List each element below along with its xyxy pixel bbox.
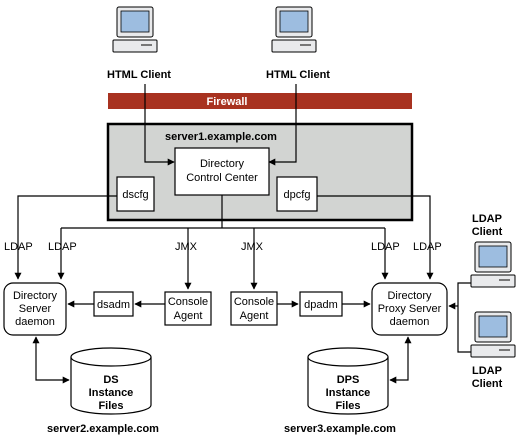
html-right-to-dcc-connector	[268, 84, 297, 166]
ldap-client-bottom-monitor-icon	[470, 311, 516, 358]
dps-daemon-label-line3: daemon	[390, 316, 430, 328]
dscfg-box	[116, 176, 155, 212]
ldap-client-top-label-line1: LDAP	[472, 213, 502, 225]
server3-hostname: server3.example.com	[284, 423, 396, 435]
html-left-to-dcc-connector	[144, 84, 175, 166]
html-client-left-monitor-icon	[112, 6, 158, 53]
ldap-client-bottom-label-line2: Client	[472, 378, 503, 390]
console-agent-server2-box	[164, 291, 212, 326]
directory-control-center-box	[174, 147, 270, 196]
ds-daemon-label-line2: Server	[19, 303, 52, 315]
jmx-label-2: JMX	[241, 241, 264, 253]
dscfg-label: dscfg	[122, 189, 148, 201]
ds-daemon-label-line1: Directory	[13, 290, 58, 302]
ldap-clients-bracket-connector	[457, 282, 471, 353]
ldap-label-4: LDAP	[413, 241, 442, 253]
ds-daemon-label-line3: daemon	[15, 316, 55, 328]
ldap-label-3: LDAP	[371, 241, 400, 253]
dpcfg-box	[276, 176, 318, 212]
dsadm-box	[93, 291, 134, 317]
ds-files-label-line2: Instance	[89, 387, 134, 399]
dcc-label-line1: Directory	[200, 158, 245, 170]
agent3-label-line2: Agent	[240, 310, 269, 322]
dpcfg-label: dpcfg	[284, 189, 311, 201]
directory-server-daemon-box	[3, 282, 67, 336]
dscfg-ldap-to-ds-connector	[14, 195, 117, 280]
ldap-client-top-label-line2: Client	[472, 226, 503, 238]
server2-hostname: server2.example.com	[47, 423, 159, 435]
ldap-client-bottom-label-line1: LDAP	[472, 365, 502, 377]
dps-daemon-label-line1: Directory	[387, 290, 432, 302]
html-client-left-label: HTML Client	[107, 69, 171, 81]
ldap-label-2: LDAP	[48, 241, 77, 253]
ds-instance-files-cylinder	[70, 347, 152, 415]
server1-hostname: server1.example.com	[165, 131, 277, 143]
dps-files-label-line2: Instance	[326, 387, 371, 399]
jmx-label-1: JMX	[175, 241, 198, 253]
html-client-right-monitor-icon	[271, 6, 317, 53]
agent2-label-line1: Console	[168, 296, 208, 308]
firewall-bar	[108, 93, 412, 109]
directory-proxy-server-daemon-box	[371, 282, 448, 336]
dcc-label-line2: Control Center	[186, 172, 258, 184]
agent2-label-line2: Agent	[174, 310, 203, 322]
dpcfg-ldap-to-dps-connector	[317, 195, 434, 280]
html-client-right-label: HTML Client	[266, 69, 330, 81]
dsadm-label: dsadm	[97, 299, 130, 311]
ldap-client-top-monitor-icon	[470, 241, 516, 288]
ldap-label-1: LDAP	[4, 241, 33, 253]
agent3-label-line1: Console	[234, 296, 274, 308]
dps-to-files-connector	[389, 336, 412, 384]
firewall-label: Firewall	[207, 96, 248, 108]
console-agent-server3-box	[230, 291, 278, 326]
dps-instance-files-cylinder	[307, 347, 389, 415]
dps-files-label-line3: Files	[335, 400, 360, 412]
ds-files-label-line1: DS	[103, 374, 118, 386]
ds-files-label-line3: Files	[98, 400, 123, 412]
dps-daemon-label-line2: Proxy Server	[378, 303, 442, 315]
dps-files-label-line1: DPS	[337, 374, 360, 386]
dpadm-label: dpadm	[304, 299, 338, 311]
ds-to-files-connector	[32, 336, 70, 384]
